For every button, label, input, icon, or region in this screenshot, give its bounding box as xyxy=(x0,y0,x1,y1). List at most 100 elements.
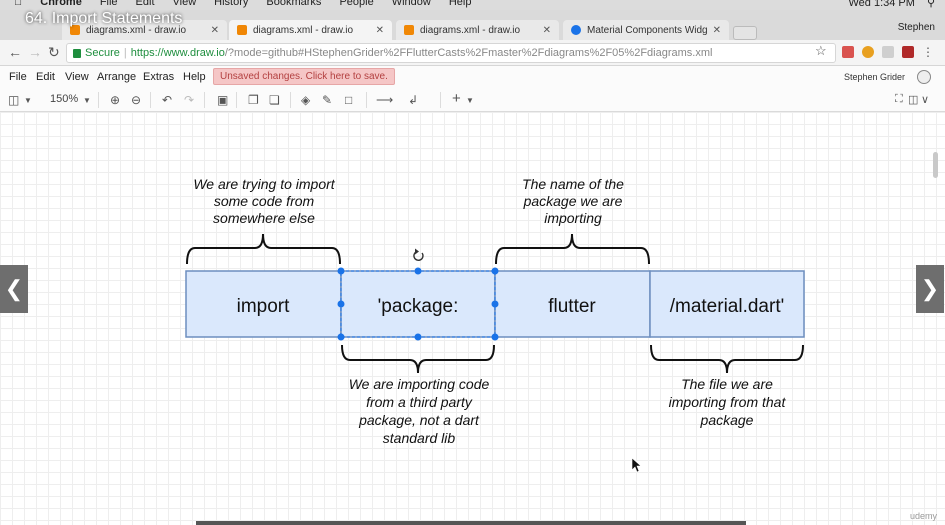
note-line: package, not a dart xyxy=(358,412,480,428)
fullscreen-icon[interactable]: ⛶ xyxy=(895,93,903,105)
mac-menu-file[interactable]: File xyxy=(91,0,118,8)
extension-css-icon[interactable] xyxy=(882,46,894,58)
note-line: importing xyxy=(544,210,602,226)
forward-arrow-icon[interactable]: → xyxy=(28,44,42,60)
video-progress-bar[interactable] xyxy=(196,521,746,525)
menu-edit[interactable]: Edit xyxy=(36,71,55,83)
apple-icon[interactable]:  xyxy=(14,0,22,8)
note-third-party: We are importing code from a third party… xyxy=(349,376,490,446)
drawing-canvas[interactable]: import 'package: flutter /material.dart'… xyxy=(0,112,945,525)
url-separator: | xyxy=(123,47,127,59)
zoom-in-icon[interactable]: ⊕ xyxy=(110,93,121,107)
menu-arrange[interactable]: Arrange xyxy=(97,71,137,83)
zoom-level[interactable]: 150% xyxy=(50,93,79,105)
lock-icon xyxy=(73,48,81,58)
url-path: /?mode=github#HStephenGrider%2FFlutterCa… xyxy=(224,47,713,59)
shadow-icon[interactable]: □ xyxy=(345,93,353,107)
back-arrow-icon[interactable]: ← xyxy=(8,44,22,60)
box-import[interactable] xyxy=(185,270,342,338)
redo-icon[interactable]: ↷ xyxy=(184,93,195,107)
note-line: from a third party xyxy=(366,394,473,410)
connection-style-icon[interactable]: ⟶ xyxy=(376,93,394,107)
fill-color-icon[interactable]: ◈ xyxy=(301,93,311,107)
spotlight-search-icon[interactable]: ⚲ xyxy=(926,0,935,9)
chrome-menu-icon[interactable]: ⋮ xyxy=(922,45,934,59)
toolbar-divider xyxy=(98,92,99,108)
format-panel-icon[interactable]: ◫ xyxy=(8,93,20,107)
flutter-icon xyxy=(571,25,581,35)
note-line: importing from that xyxy=(669,394,787,410)
extension-ublock-icon[interactable] xyxy=(902,46,914,58)
to-front-icon[interactable]: ❐ xyxy=(248,93,259,107)
new-tab-button[interactable] xyxy=(733,26,757,40)
delete-icon[interactable]: ▣ xyxy=(217,93,229,107)
close-tab-icon[interactable]: ✕ xyxy=(712,24,721,36)
address-bar-row: ← → ↻ Secure | https://www.draw.io /?mod… xyxy=(0,40,945,66)
mac-menu-window[interactable]: Window xyxy=(383,0,431,8)
to-back-icon[interactable]: ❏ xyxy=(269,93,280,107)
mac-menu-edit[interactable]: Edit xyxy=(127,0,155,8)
mac-menu-people[interactable]: People xyxy=(331,0,373,8)
menu-help[interactable]: Help xyxy=(183,71,206,83)
video-title: 64. Import Statements xyxy=(25,10,183,27)
mac-clock[interactable]: Wed 1:34 PM xyxy=(848,0,915,9)
box-label-flutter: flutter xyxy=(548,296,596,317)
chevron-down-icon[interactable]: ▼ xyxy=(83,96,91,105)
mac-menu-history[interactable]: History xyxy=(205,0,248,8)
user-name[interactable]: Stephen Grider xyxy=(843,72,905,82)
note-line: standard lib xyxy=(383,430,456,446)
box-material-dart[interactable] xyxy=(649,270,805,338)
profile-name[interactable]: Stephen xyxy=(897,22,935,33)
user-avatar-icon[interactable] xyxy=(917,70,931,84)
previous-lecture-button[interactable]: ❮ xyxy=(0,265,28,313)
zoom-out-icon[interactable]: ⊖ xyxy=(131,93,142,107)
mac-app-name[interactable]: Chrome xyxy=(32,0,82,8)
reload-icon[interactable]: ↻ xyxy=(48,44,60,60)
brace-package xyxy=(341,344,495,374)
toolbar-divider xyxy=(236,92,237,108)
toolbar-divider xyxy=(290,92,291,108)
mac-menu-bookmarks[interactable]: Bookmarks xyxy=(258,0,321,8)
menu-view[interactable]: View xyxy=(65,71,89,83)
url-host: https://www.draw.io xyxy=(130,47,225,59)
undo-icon[interactable]: ↶ xyxy=(162,93,173,107)
browser-tab-4[interactable]: Material Components Widgets ✕ xyxy=(563,20,729,40)
waypoints-icon[interactable]: ↲ xyxy=(408,93,419,107)
browser-tab-2[interactable]: diagrams.xml - draw.io ✕ xyxy=(229,20,392,40)
udemy-watermark: udemy xyxy=(909,511,937,521)
drawio-icon xyxy=(70,25,80,35)
insert-plus-icon[interactable]: + xyxy=(452,90,461,107)
brace-material-dart xyxy=(650,344,804,374)
drawio-menu-bar: File Edit View Arrange Extras Help Unsav… xyxy=(0,66,945,88)
menu-file[interactable]: File xyxy=(9,71,27,83)
url-bar[interactable]: Secure | https://www.draw.io /?mode=gith… xyxy=(66,43,836,63)
chevron-down-icon[interactable]: ▼ xyxy=(466,96,474,105)
split-view-icon[interactable]: ◫ xyxy=(908,94,919,106)
chevron-down-icon[interactable]: ▼ xyxy=(24,96,32,105)
chevron-right-icon: ❯ xyxy=(920,276,940,301)
import-diagram: import 'package: flutter /material.dart'… xyxy=(185,176,805,473)
toolbar-divider xyxy=(366,92,367,108)
close-tab-icon[interactable]: ✕ xyxy=(542,24,551,36)
line-color-icon[interactable]: ✎ xyxy=(322,93,333,107)
note-import: We are trying to import some code from s… xyxy=(193,176,335,226)
note-line: We are trying to import xyxy=(193,176,335,192)
vertical-scrollbar[interactable] xyxy=(933,152,938,178)
rotate-handle-icon[interactable] xyxy=(413,248,424,261)
close-tab-icon[interactable]: ✕ xyxy=(375,24,384,36)
menu-extras[interactable]: Extras xyxy=(143,71,175,83)
mac-menu-view[interactable]: View xyxy=(164,0,197,8)
extension-opera-icon[interactable] xyxy=(862,46,874,58)
close-tab-icon[interactable]: ✕ xyxy=(210,24,219,36)
next-lecture-button[interactable]: ❯ xyxy=(916,265,944,313)
browser-tab-1[interactable]: diagrams.xml - draw.io ✕ xyxy=(62,20,227,40)
extension-red-icon[interactable] xyxy=(842,46,854,58)
toolbar-divider xyxy=(204,92,205,108)
collapse-chevron-icon[interactable]: ∨ xyxy=(921,94,930,106)
selection-handles[interactable] xyxy=(337,267,499,341)
bookmark-star-icon[interactable]: ☆ xyxy=(815,43,827,58)
drawio-toolbar: ◫ ▼ 150% ▼ ⊕ ⊖ ↶ ↷ ▣ ❐ ❏ ◈ ✎ □ ⟶ ↲ + ▼ ⛶… xyxy=(0,88,945,112)
mac-menu-help[interactable]: Help xyxy=(440,0,472,8)
browser-tab-3[interactable]: diagrams.xml - draw.io ✕ xyxy=(396,20,559,40)
unsaved-changes-button[interactable]: Unsaved changes. Click here to save. xyxy=(213,68,395,85)
